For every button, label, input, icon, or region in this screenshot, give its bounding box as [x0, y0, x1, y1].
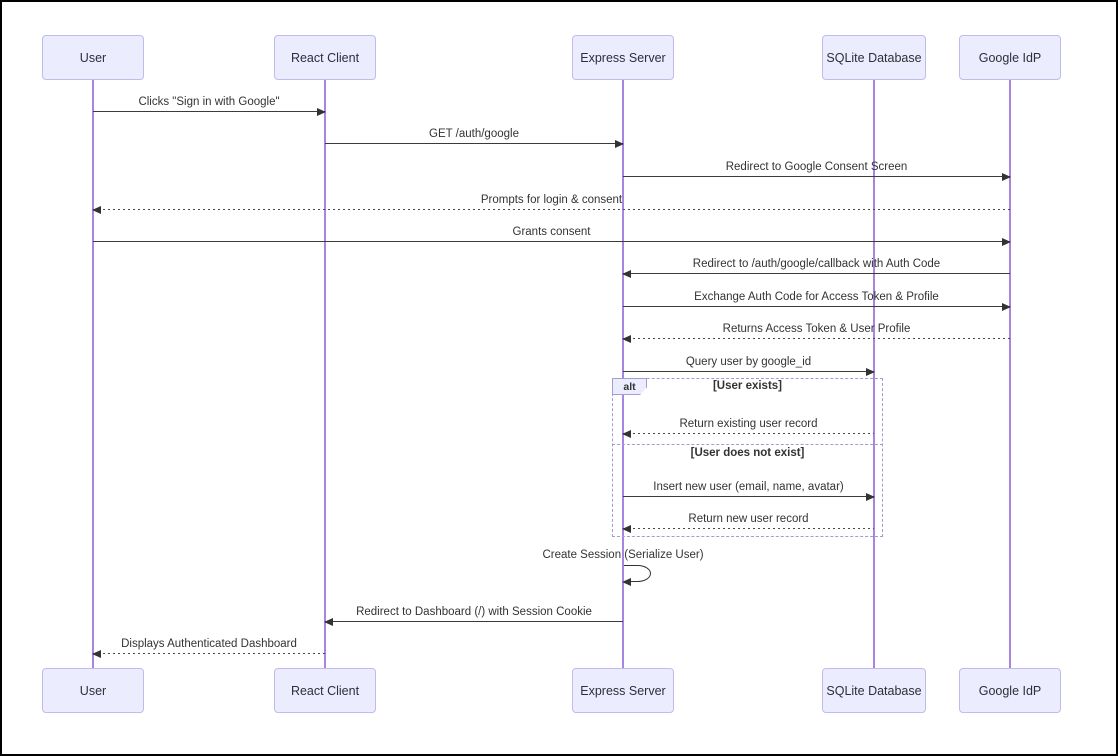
participant-sqlite-database-bottom: SQLite Database	[822, 668, 926, 713]
participant-label: Google IdP	[978, 683, 1042, 698]
arrow-line	[325, 139, 624, 148]
message-label: Redirect to /auth/google/callback with A…	[692, 258, 941, 270]
arrowhead-left-icon	[92, 205, 101, 214]
arrow-line	[324, 617, 623, 626]
arrow-line	[93, 237, 1011, 246]
lifeline-react-client	[324, 80, 326, 668]
participant-react-client-top: React Client	[274, 35, 376, 80]
participant-google-idp-bottom: Google IdP	[959, 668, 1061, 713]
alt-frame	[612, 378, 883, 537]
message-label: Clicks "Sign in with Google"	[138, 96, 280, 108]
participant-express-server-bottom: Express Server	[572, 668, 674, 713]
message-query-user-google-id: Query user by google_id	[623, 354, 875, 376]
arrow-line	[92, 205, 1010, 214]
lifeline-google-idp	[1009, 80, 1011, 668]
arrowhead-right-icon	[1002, 172, 1011, 181]
arrowhead-left-icon	[324, 617, 333, 626]
participant-label: SQLite Database	[826, 683, 922, 698]
self-loop-arrow	[622, 565, 651, 586]
arrowhead-left-icon	[622, 578, 631, 586]
arrowhead-right-icon	[1002, 237, 1011, 246]
participant-sqlite-database-top: SQLite Database	[822, 35, 926, 80]
message-return-existing-user: Return existing user record	[622, 416, 874, 438]
participant-react-client-bottom: React Client	[274, 668, 376, 713]
arrow-line	[622, 269, 1010, 278]
arrowhead-right-icon	[866, 367, 875, 376]
message-label: Query user by google_id	[685, 356, 812, 368]
arrow-line	[622, 429, 874, 438]
message-prompts-login-consent: Prompts for login & consent	[92, 192, 1010, 214]
arrowhead-right-icon	[615, 139, 624, 148]
message-label: GET /auth/google	[429, 128, 519, 140]
message-returns-token-profile: Returns Access Token & User Profile	[622, 321, 1010, 343]
arrow-line	[93, 107, 326, 116]
arrowhead-left-icon	[622, 269, 631, 278]
message-get-auth-google: GET /auth/google	[325, 126, 624, 148]
lifeline-user	[92, 80, 94, 668]
participant-label: Google IdP	[978, 50, 1042, 65]
arrow-line	[622, 524, 874, 533]
arrow-line	[622, 334, 1010, 343]
participant-label: Express Server	[580, 683, 666, 698]
message-label: Redirect to Dashboard (/) with Session C…	[356, 606, 592, 618]
arrowhead-left-icon	[622, 429, 631, 438]
alt-divider	[612, 444, 883, 445]
alt-condition-user-not-exist: [User does not exist]	[690, 447, 805, 459]
message-label: Returns Access Token & User Profile	[722, 323, 911, 335]
arrowhead-right-icon	[1002, 302, 1011, 311]
arrowhead-left-icon	[622, 524, 631, 533]
message-grants-consent: Grants consent	[93, 224, 1011, 246]
participant-label: React Client	[290, 683, 360, 698]
participant-express-server-top: Express Server	[572, 35, 674, 80]
message-create-session-label: Create Session (Serialize User)	[542, 549, 704, 561]
message-redirect-consent-screen: Redirect to Google Consent Screen	[623, 159, 1011, 181]
message-label: Return existing user record	[679, 418, 818, 430]
participant-label: SQLite Database	[826, 50, 922, 65]
message-label: Return new user record	[688, 513, 809, 525]
lifeline-express-server	[622, 80, 624, 668]
participant-user-bottom: User	[42, 668, 144, 713]
message-insert-new-user: Insert new user (email, name, avatar)	[623, 479, 875, 501]
alt-frame-label: alt	[612, 378, 647, 395]
message-label: Exchange Auth Code for Access Token & Pr…	[694, 291, 939, 303]
participant-label: React Client	[290, 50, 360, 65]
message-displays-dashboard: Displays Authenticated Dashboard	[92, 636, 325, 658]
message-exchange-authcode: Exchange Auth Code for Access Token & Pr…	[623, 289, 1011, 311]
message-label: Prompts for login & consent	[480, 194, 623, 206]
arrow-line	[623, 367, 875, 376]
message-label: Insert new user (email, name, avatar)	[653, 481, 844, 493]
message-label: Redirect to Google Consent Screen	[725, 161, 908, 173]
participant-label: User	[79, 683, 107, 698]
participant-label: Express Server	[580, 50, 666, 65]
arrow-line	[623, 492, 875, 501]
message-label: Grants consent	[512, 226, 591, 238]
participant-google-idp-top: Google IdP	[959, 35, 1061, 80]
message-redirect-dashboard: Redirect to Dashboard (/) with Session C…	[324, 604, 623, 626]
arrow-line	[92, 649, 325, 658]
message-label: Displays Authenticated Dashboard	[121, 638, 297, 650]
participant-user-top: User	[42, 35, 144, 80]
message-redirect-callback-authcode: Redirect to /auth/google/callback with A…	[622, 256, 1010, 278]
arrow-line	[623, 302, 1011, 311]
arrowhead-right-icon	[317, 107, 326, 116]
alt-condition-user-exists: [User exists]	[712, 380, 783, 392]
arrowhead-right-icon	[866, 492, 875, 501]
arrowhead-left-icon	[92, 649, 101, 658]
arrowhead-left-icon	[622, 334, 631, 343]
message-clicks-sign-in: Clicks "Sign in with Google"	[93, 94, 326, 116]
participant-label: User	[79, 50, 107, 65]
message-return-new-user: Return new user record	[622, 511, 874, 533]
arrow-line	[623, 172, 1011, 181]
